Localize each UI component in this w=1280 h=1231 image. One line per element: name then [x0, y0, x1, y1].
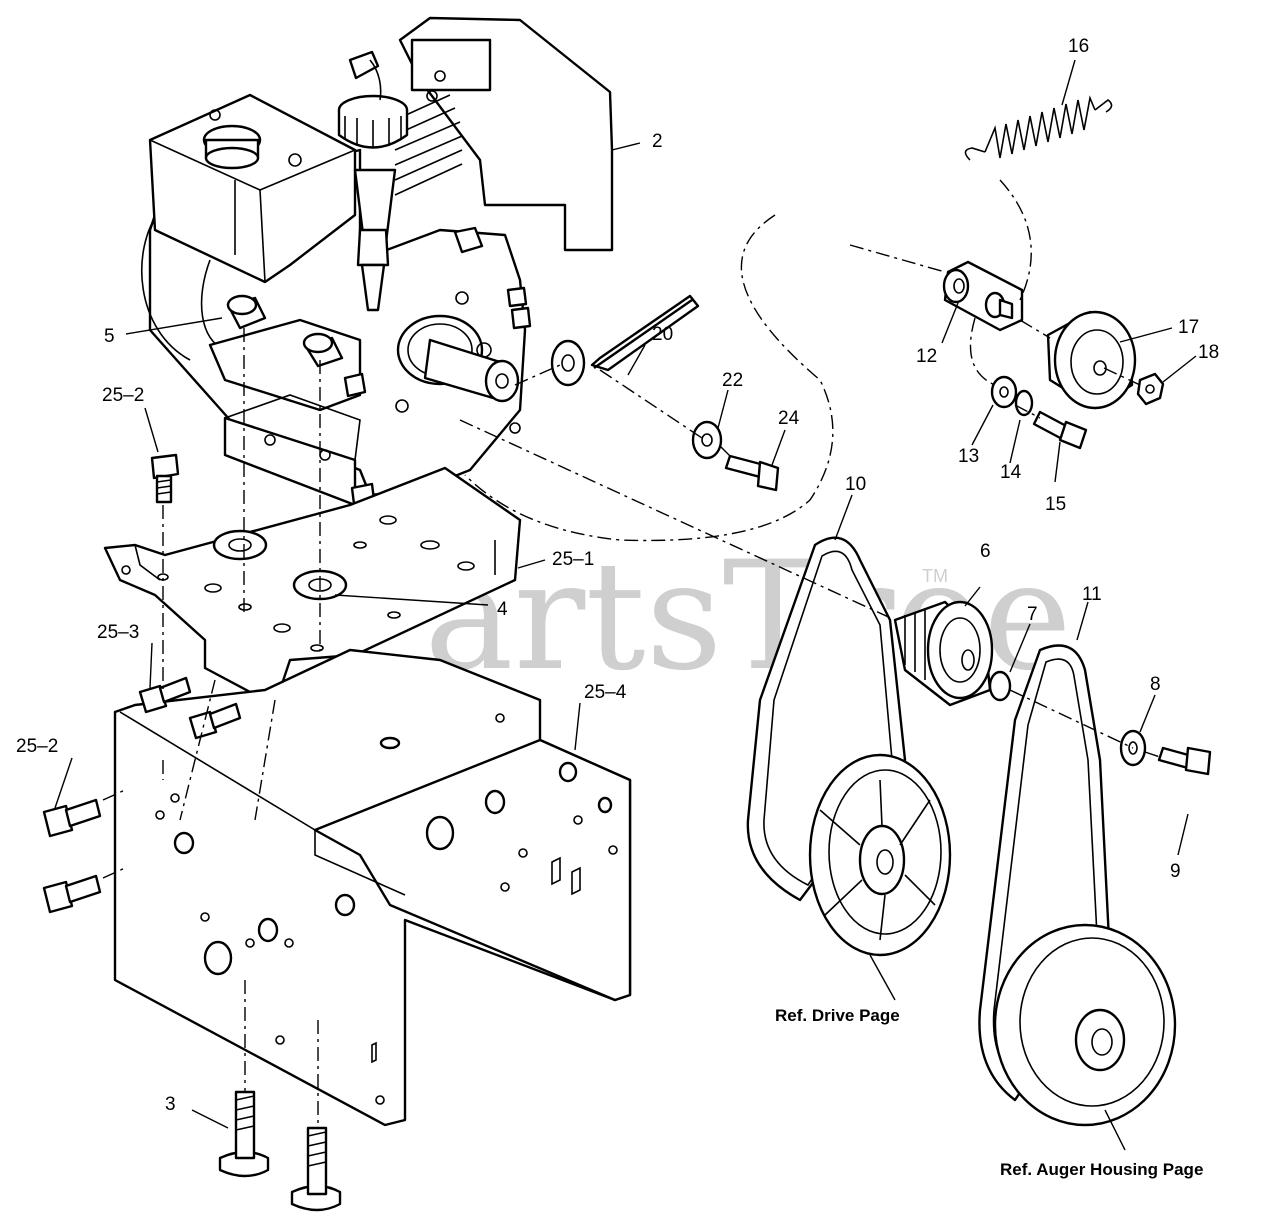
callout-14: 14 [1000, 462, 1022, 483]
drive-pulley [808, 753, 952, 957]
idler-pulley-17 [1046, 310, 1137, 410]
ref-auger-housing-page: Ref. Auger Housing Page [1000, 1160, 1203, 1179]
callout-25-4: 25–4 [584, 682, 627, 703]
callout-13: 13 [958, 446, 979, 467]
callout-25-3: 25–3 [97, 622, 139, 643]
washer-13 [990, 375, 1018, 409]
spring-16 [964, 95, 1113, 161]
callouts: 2 5 25–2 25–1 4 25–3 25–2 25–4 3 20 22 2… [16, 36, 1219, 1115]
callout-24: 24 [778, 408, 800, 429]
engine [141, 16, 614, 507]
bolts [42, 410, 1212, 1212]
bolt-25-2-upper [150, 453, 180, 504]
leader-lines [54, 59, 1197, 1151]
bolt-25-2-lower-b [42, 874, 102, 914]
bolt-3-a [218, 1090, 270, 1178]
bolt-15 [1032, 410, 1088, 450]
callout-25-2-upper: 25–2 [102, 385, 144, 406]
callout-4: 4 [497, 599, 508, 620]
engine-pulley [893, 600, 994, 707]
callout-6: 6 [980, 541, 991, 562]
callout-10: 10 [845, 474, 866, 495]
callout-2: 2 [652, 131, 663, 152]
auger-pulley [993, 923, 1177, 1127]
callout-25-1: 25–1 [552, 549, 594, 570]
frame [113, 648, 632, 1127]
nut-18 [1136, 372, 1165, 406]
callout-15: 15 [1045, 494, 1066, 515]
callout-7: 7 [1027, 604, 1038, 625]
lock-washer-14 [1014, 389, 1034, 417]
spacer-7 [988, 670, 1012, 702]
callout-11: 11 [1082, 584, 1102, 605]
callout-25-2-lower: 25–2 [16, 736, 58, 757]
watermark-trademark: TM [922, 566, 948, 586]
callout-17: 17 [1178, 317, 1199, 338]
bolt-25-3-b [188, 702, 242, 740]
callout-18: 18 [1198, 342, 1219, 363]
assembly-lines [102, 179, 1164, 1128]
mount-plate [103, 466, 522, 702]
bolt-25-2-lower-a [42, 798, 102, 838]
idler-parts [550, 294, 723, 460]
bolt-9 [1157, 746, 1212, 776]
ref-drive-page: Ref. Drive Page [775, 1006, 900, 1025]
idler-bracket-12 [942, 260, 1024, 332]
callout-12: 12 [916, 346, 937, 367]
callout-22: 22 [722, 370, 743, 391]
callout-20: 20 [652, 324, 673, 345]
callout-3: 3 [165, 1094, 176, 1115]
callout-8: 8 [1150, 674, 1161, 695]
bolt-24 [724, 454, 780, 492]
callout-9: 9 [1170, 861, 1181, 882]
bolt-3-b [290, 1126, 342, 1212]
callout-5: 5 [104, 326, 115, 347]
bolt-25-3-a [138, 676, 192, 714]
callout-16: 16 [1068, 36, 1089, 57]
